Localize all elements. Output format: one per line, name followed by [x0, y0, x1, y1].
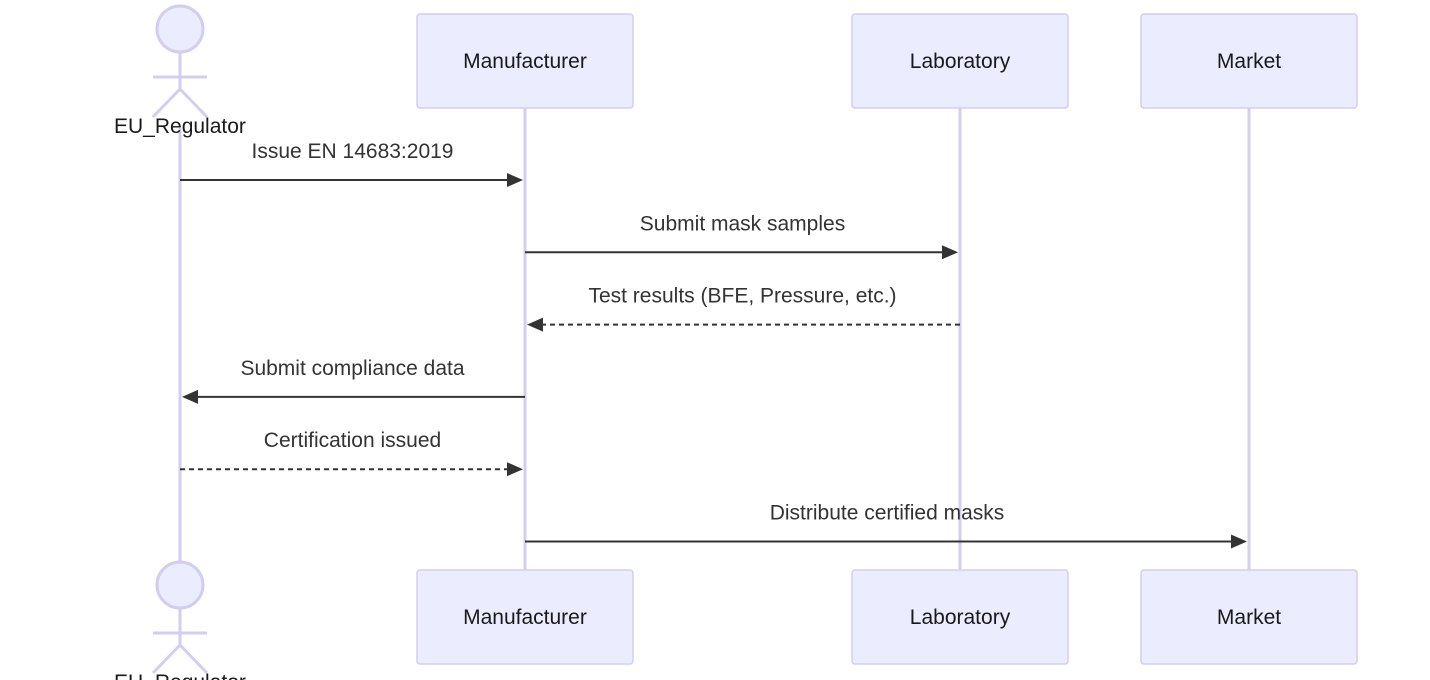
- actor-leg-right: [178, 87, 209, 119]
- message-1: Issue EN 14683:2019: [180, 140, 523, 187]
- participant-box: [851, 569, 1069, 665]
- participant-manufacturer-bottom: Manufacturer: [416, 569, 634, 665]
- participants-bottom: EU_Regulator Manufacturer Laboratory Market: [114, 560, 1358, 680]
- arrowhead-icon: [1231, 534, 1247, 549]
- actor-leg-left: [151, 87, 182, 119]
- message-3: Test results (BFE, Pressure, etc.): [527, 285, 960, 332]
- participant-label: Market: [1217, 606, 1281, 629]
- actor-eu_regulator-bottom: EU_Regulator: [114, 560, 246, 680]
- arrowhead-icon: [507, 173, 523, 187]
- actor-leg-left: [151, 643, 182, 675]
- participant-laboratory-bottom: Laboratory: [851, 569, 1069, 665]
- participant-market-bottom: Market: [1140, 569, 1358, 665]
- message-label: Test results (BFE, Pressure, etc.): [588, 285, 896, 308]
- message-6: Distribute certified masks: [525, 502, 1247, 549]
- arrowhead-icon: [527, 317, 543, 332]
- actor-eu_regulator-top: EU_Regulator: [114, 4, 246, 138]
- arrowhead-icon: [507, 462, 523, 477]
- lifelines: [178, 108, 1251, 570]
- participant-market-top: Market: [1140, 13, 1358, 109]
- participant-box: [851, 13, 1069, 109]
- message-4: Submit compliance data: [182, 357, 525, 404]
- arrowhead-icon: [942, 245, 958, 260]
- actor-label: EU_Regulator: [114, 115, 246, 138]
- participant-manufacturer-top: Manufacturer: [416, 13, 634, 109]
- participants-top: EU_Regulator Manufacturer Laboratory Market: [114, 4, 1358, 138]
- message-label: Submit compliance data: [240, 357, 464, 380]
- message-label: Submit mask samples: [640, 212, 845, 235]
- message-5: Certification issued: [180, 429, 523, 477]
- message-2: Submit mask samples: [525, 212, 958, 260]
- actor-label: EU_Regulator: [114, 671, 246, 680]
- participant-laboratory-top: Laboratory: [851, 13, 1069, 109]
- participant-label: Laboratory: [910, 606, 1011, 629]
- participant-label: Laboratory: [910, 50, 1011, 73]
- actor-leg-right: [178, 643, 209, 675]
- arrowhead-icon: [182, 389, 198, 404]
- participant-box: [1140, 569, 1358, 665]
- actor-head: [155, 4, 205, 54]
- message-label: Issue EN 14683:2019: [252, 140, 454, 163]
- message-label: Certification issued: [264, 429, 441, 452]
- participant-box: [416, 569, 634, 665]
- participant-box: [416, 13, 634, 109]
- message-label: Distribute certified masks: [770, 502, 1005, 525]
- participant-label: Manufacturer: [463, 606, 587, 629]
- participant-box: [1140, 13, 1358, 109]
- participant-label: Market: [1217, 50, 1281, 73]
- participant-label: Manufacturer: [463, 50, 587, 73]
- actor-head: [155, 560, 205, 610]
